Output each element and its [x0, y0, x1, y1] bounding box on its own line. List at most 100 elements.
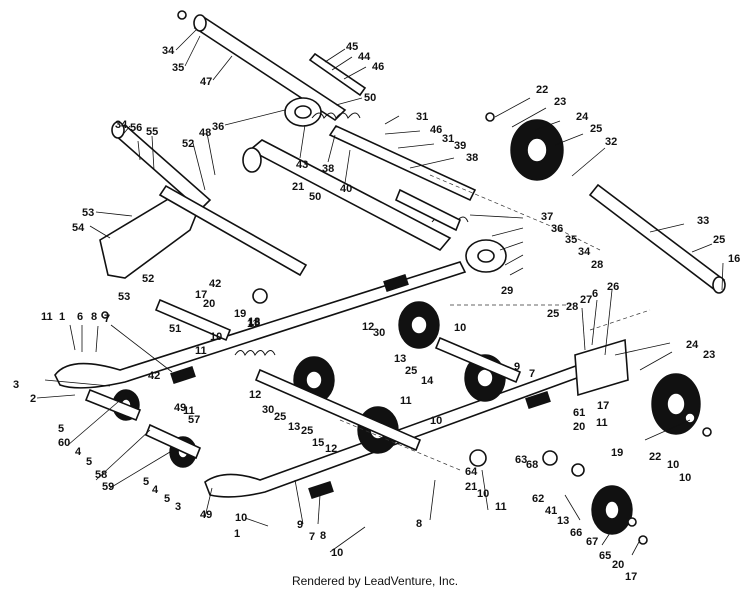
- callout: 11: [195, 345, 207, 357]
- callout: 52: [142, 273, 154, 285]
- callout: 23: [703, 349, 715, 361]
- callout: 2: [30, 393, 36, 405]
- slide-rail-left: [54, 261, 467, 389]
- footer-credit: Rendered by LeadVenture, Inc.: [291, 574, 459, 588]
- callout: 58: [95, 469, 107, 481]
- callout: 19: [234, 308, 246, 320]
- callout: 35: [565, 234, 577, 246]
- callout: 16: [728, 253, 740, 265]
- callout: 17: [195, 289, 207, 301]
- idler-wheels: [112, 301, 701, 535]
- rear-idler-wheel-upper: [510, 119, 726, 294]
- front-arm-bracket: [99, 121, 308, 279]
- callout: 1: [234, 528, 240, 540]
- callout: 37: [541, 211, 553, 223]
- callout: 63: [515, 454, 527, 466]
- callout: 64: [465, 466, 478, 478]
- callout: 66: [570, 527, 582, 539]
- callout: 9: [514, 361, 520, 373]
- callout: 53: [118, 291, 130, 303]
- callout: 7: [104, 313, 110, 325]
- callout: 22: [649, 451, 661, 463]
- callout: 5: [58, 423, 64, 435]
- callout: 49: [174, 402, 186, 414]
- callout: 19: [611, 447, 623, 459]
- callout: 10: [454, 322, 466, 334]
- callout: 36: [551, 223, 563, 235]
- callout: 42: [148, 370, 160, 382]
- callout: 8: [416, 518, 422, 530]
- callout: 26: [607, 281, 619, 293]
- callout: 12: [249, 389, 261, 401]
- callout: 67: [586, 536, 598, 548]
- callout: 35: [172, 62, 184, 74]
- callout: 38: [322, 163, 334, 175]
- callout: 10: [210, 331, 222, 343]
- callout: 65: [599, 550, 611, 562]
- callout: 18: [248, 317, 260, 329]
- callout: 20: [573, 421, 585, 433]
- callout: 20: [612, 559, 624, 571]
- callout: 25: [590, 123, 602, 135]
- callout: 25: [547, 308, 559, 320]
- callout: 20: [203, 298, 215, 310]
- callout: 23: [554, 96, 566, 108]
- callout: 52: [182, 138, 194, 150]
- leader-lines: [36, 29, 724, 556]
- callout: 5: [143, 476, 149, 488]
- callout: 25: [405, 365, 417, 377]
- callout: 11: [495, 501, 507, 513]
- callout: 9: [297, 519, 303, 531]
- callout: 5: [86, 456, 92, 468]
- callout: 50: [364, 92, 376, 104]
- callout: 11: [41, 311, 53, 323]
- callout: 43: [296, 159, 308, 171]
- callout: 17: [625, 571, 637, 583]
- callout: 13: [394, 353, 406, 365]
- callout: 11: [400, 395, 412, 407]
- callout: 12: [325, 443, 337, 455]
- callout: 3: [175, 501, 181, 513]
- callout: 7: [529, 368, 535, 380]
- callout: 24: [576, 111, 589, 123]
- callout: 14: [421, 375, 434, 387]
- callout: 21: [292, 181, 304, 193]
- callout: 32: [605, 136, 617, 148]
- callout: 30: [262, 404, 274, 416]
- callout: 6: [592, 288, 598, 300]
- callout: 10: [331, 547, 343, 559]
- callout: 4: [152, 484, 159, 496]
- callout: 27: [580, 294, 592, 306]
- axle-shafts: [84, 298, 522, 460]
- callout: 29: [501, 285, 513, 297]
- callout: 50: [309, 191, 321, 203]
- reference-lines: [339, 174, 651, 471]
- upper-cross-shaft: [193, 14, 367, 127]
- callout: 8: [320, 530, 326, 542]
- callout: 59: [102, 481, 114, 493]
- callout: 8: [91, 311, 97, 323]
- callout: 34: [162, 45, 175, 57]
- callout: 51: [169, 323, 181, 335]
- rear-arm: [242, 124, 507, 273]
- callout: 10: [679, 472, 691, 484]
- callout: 34: [578, 246, 591, 258]
- callout: 44: [358, 51, 371, 63]
- callout: 38: [466, 152, 478, 164]
- callout: 4: [75, 446, 82, 458]
- callout: 46: [430, 124, 442, 136]
- callout: 10: [477, 488, 489, 500]
- callout: 55: [146, 126, 158, 138]
- callout: 10: [430, 415, 442, 427]
- callout: 48: [199, 127, 211, 139]
- callout: 39: [454, 140, 466, 152]
- callout: 13: [288, 421, 300, 433]
- callout: 62: [532, 493, 544, 505]
- callout: 24: [686, 339, 699, 351]
- callout: 25: [274, 411, 286, 423]
- callout: 21: [465, 481, 477, 493]
- callout: 61: [573, 407, 585, 419]
- callout: 5: [164, 493, 170, 505]
- callout: 28: [591, 259, 603, 271]
- callout: 57: [188, 414, 200, 426]
